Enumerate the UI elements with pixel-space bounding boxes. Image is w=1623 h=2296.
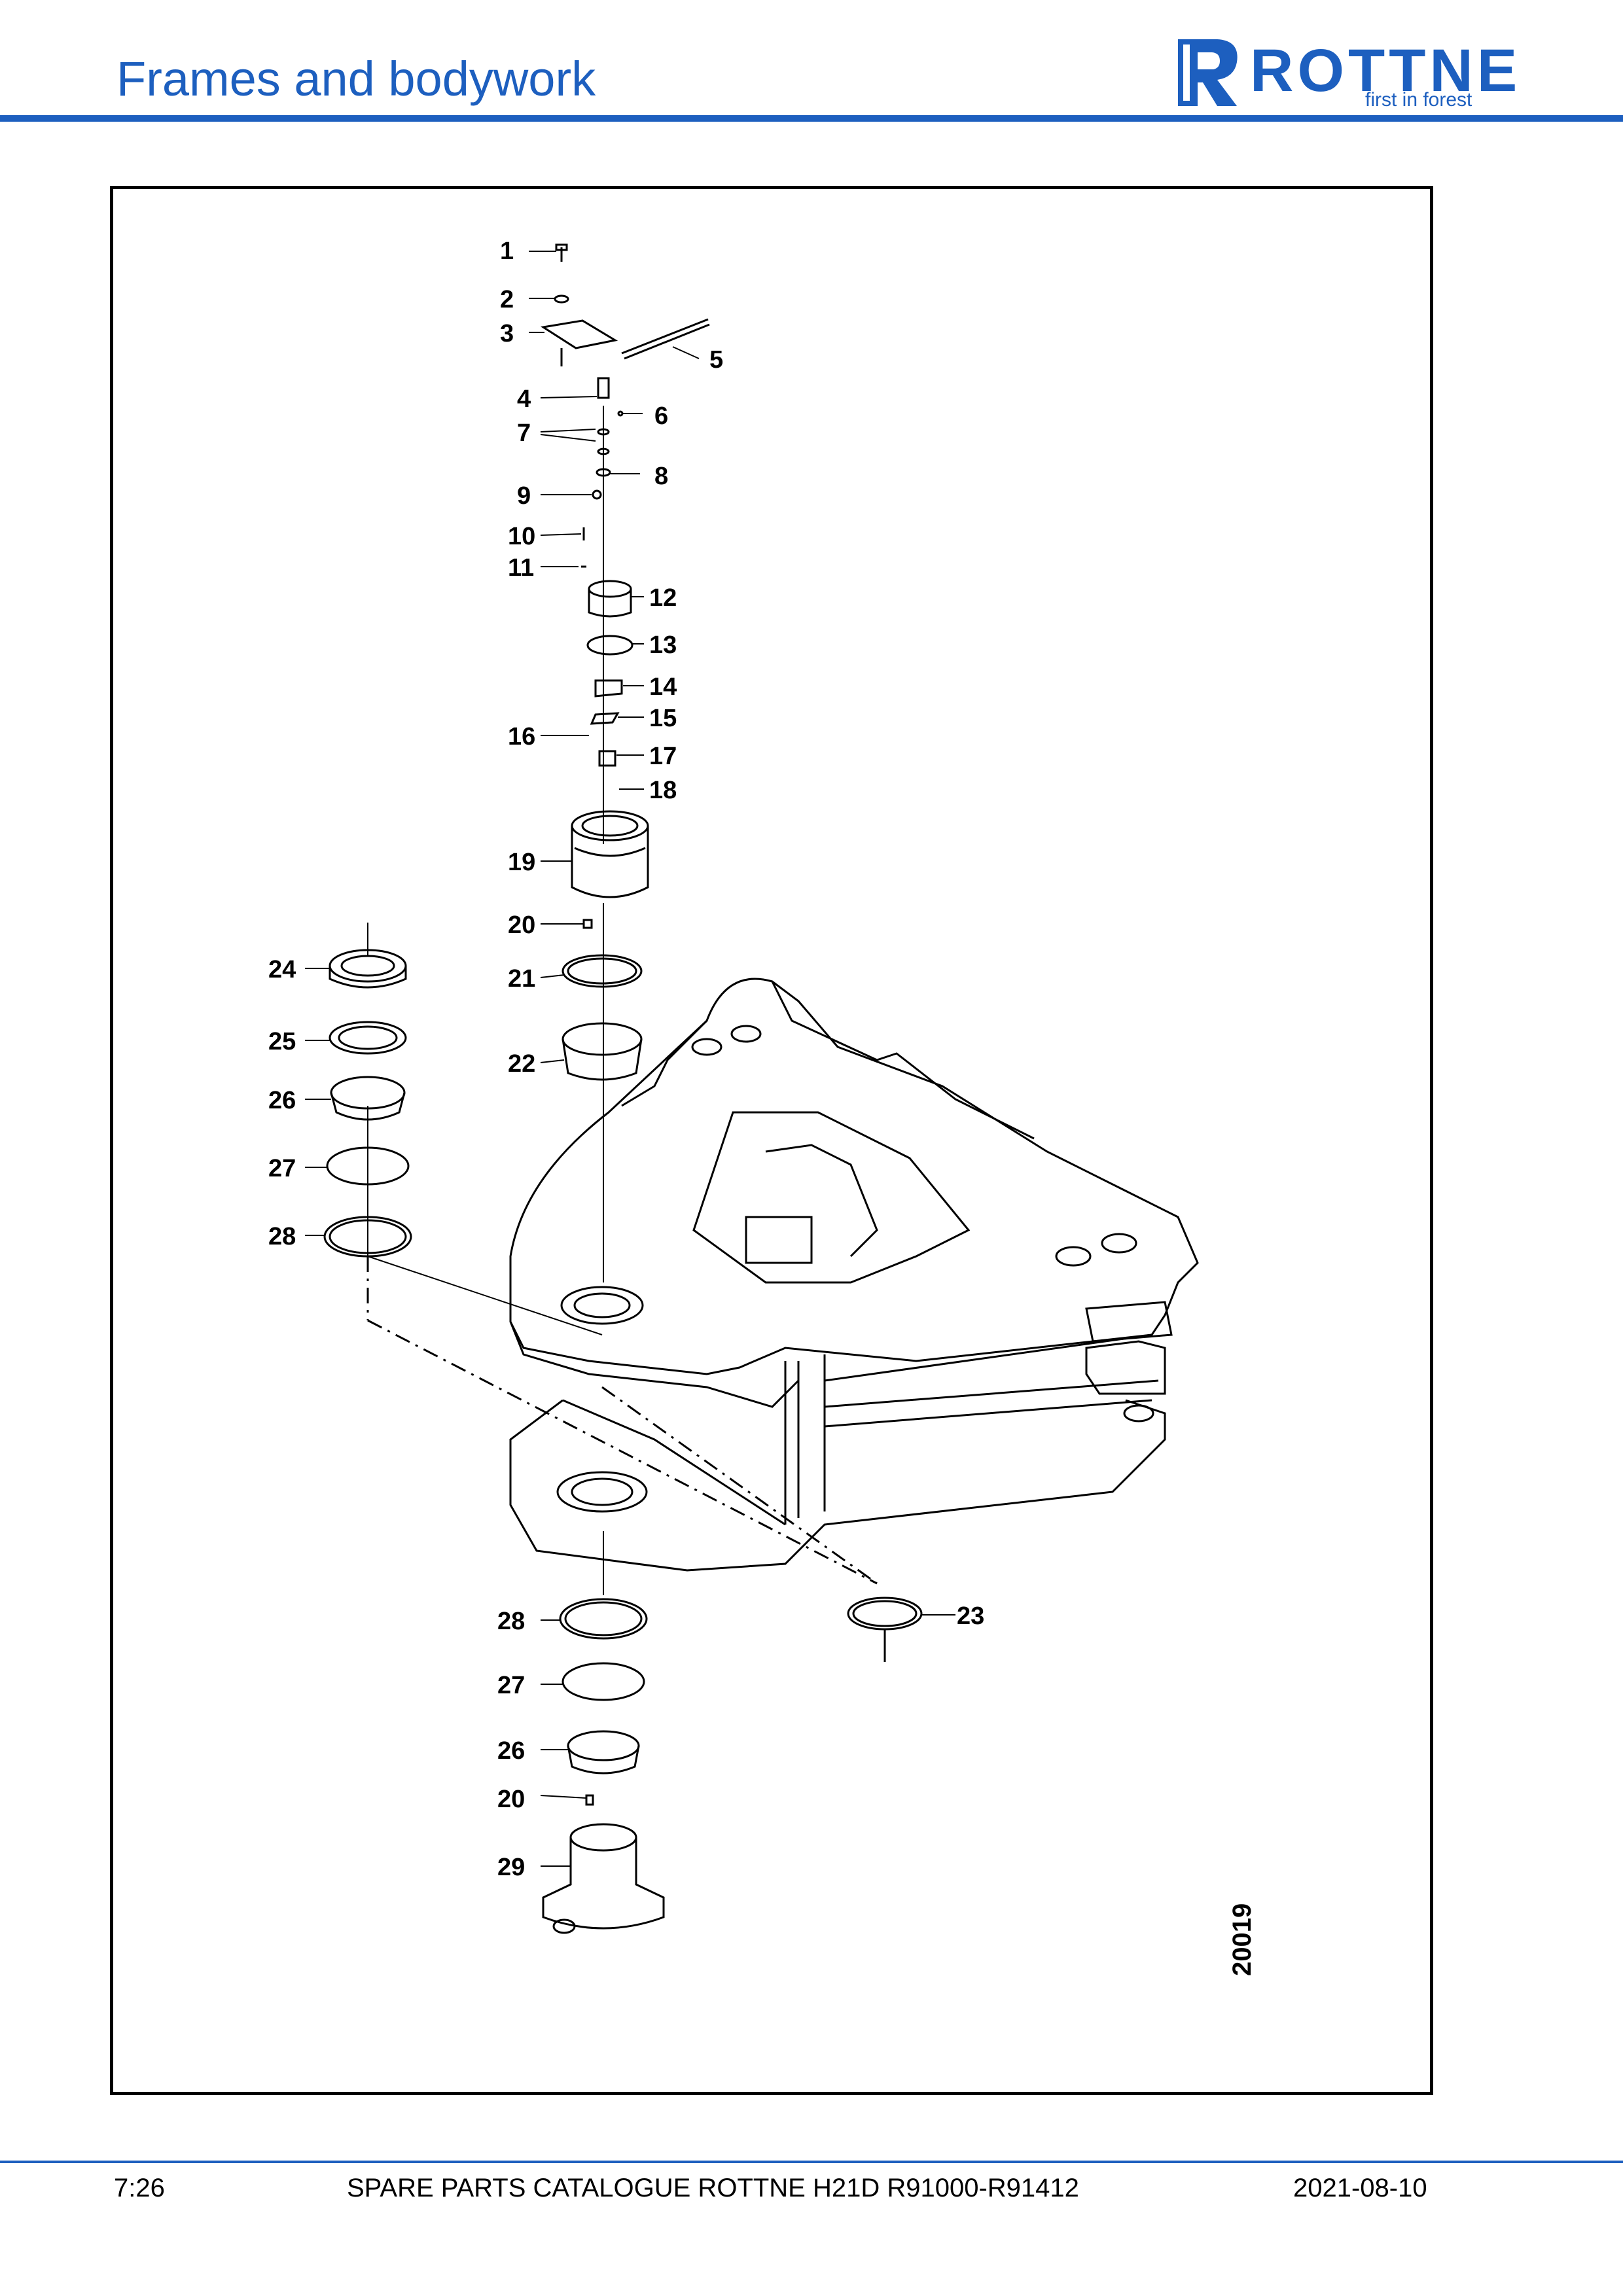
callout-25: 25 bbox=[268, 1028, 296, 1055]
callout-3: 3 bbox=[500, 320, 514, 347]
callout-2: 2 bbox=[500, 286, 514, 313]
callout-17: 17 bbox=[649, 743, 677, 770]
callout-24: 24 bbox=[268, 956, 296, 983]
callout-14: 14 bbox=[649, 673, 677, 701]
callout-20-lower: 20 bbox=[497, 1786, 525, 1813]
callout-21: 21 bbox=[508, 965, 535, 993]
callout-18: 18 bbox=[649, 777, 677, 804]
callout-19: 19 bbox=[508, 849, 535, 876]
rottne-logo: ROTTNE first in forest bbox=[1171, 33, 1517, 111]
callout-29: 29 bbox=[497, 1854, 525, 1881]
figure-frame bbox=[110, 186, 1433, 2095]
callout-1: 1 bbox=[500, 238, 514, 265]
document-title: SPARE PARTS CATALOGUE ROTTNE H21D R91000… bbox=[347, 2174, 1079, 2202]
logo-tagline: first in forest bbox=[1365, 89, 1472, 111]
callout-10: 10 bbox=[508, 523, 535, 550]
callout-9: 9 bbox=[517, 482, 531, 510]
logo-wordmark: ROTTNE bbox=[1250, 37, 1522, 104]
footer-divider bbox=[0, 2161, 1623, 2163]
drawing-number: 20019 bbox=[1228, 1903, 1257, 1976]
rottne-emblem-icon bbox=[1178, 39, 1238, 106]
callout-13: 13 bbox=[649, 631, 677, 659]
page-title: Frames and bodywork bbox=[116, 52, 596, 106]
callout-27-lower: 27 bbox=[497, 1672, 525, 1699]
callout-26: 26 bbox=[268, 1087, 296, 1114]
header-divider bbox=[0, 115, 1623, 122]
callout-6: 6 bbox=[654, 402, 668, 430]
callout-20: 20 bbox=[508, 911, 535, 939]
callout-4: 4 bbox=[517, 385, 531, 413]
callout-12: 12 bbox=[649, 584, 677, 612]
callout-22: 22 bbox=[508, 1050, 535, 1078]
callout-28: 28 bbox=[268, 1223, 296, 1250]
page-number: 7:26 bbox=[114, 2174, 165, 2202]
callout-11: 11 bbox=[508, 554, 534, 582]
callout-15: 15 bbox=[649, 705, 677, 732]
document-date: 2021-08-10 bbox=[1293, 2174, 1427, 2202]
callout-23: 23 bbox=[957, 1602, 984, 1630]
callout-26-lower: 26 bbox=[497, 1737, 525, 1765]
callout-27: 27 bbox=[268, 1155, 296, 1182]
callout-5: 5 bbox=[709, 346, 723, 374]
callout-7: 7 bbox=[517, 419, 531, 447]
callout-8: 8 bbox=[654, 463, 668, 490]
callout-16: 16 bbox=[508, 723, 535, 751]
callout-28-lower: 28 bbox=[497, 1608, 525, 1635]
